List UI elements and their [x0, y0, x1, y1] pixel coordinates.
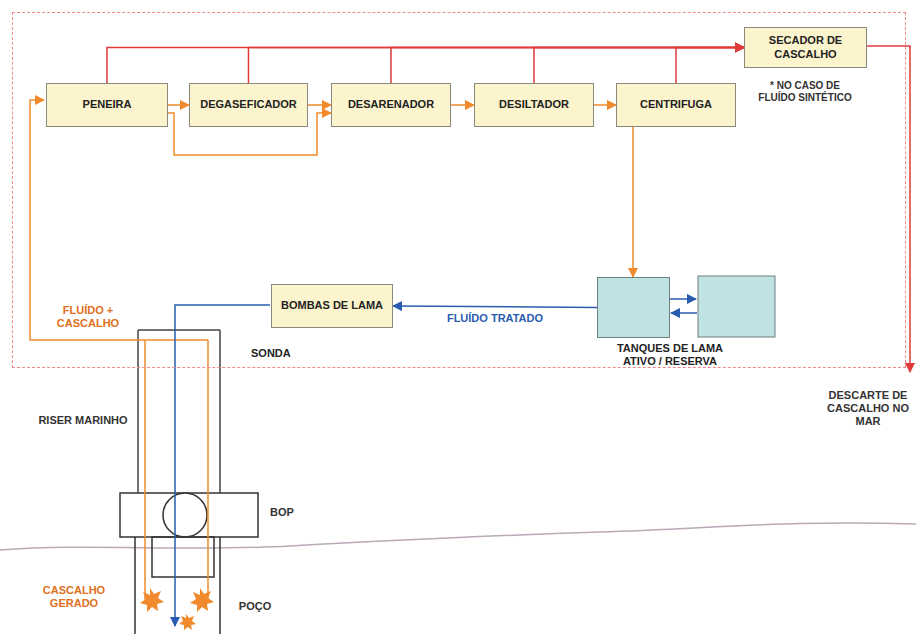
part-label: BOP: [262, 506, 302, 519]
part-label: CASCALHO GERADO: [28, 584, 120, 610]
riser-wall: [219, 330, 221, 493]
flow-connector: [107, 48, 744, 84]
flow-connector: [534, 48, 744, 84]
tank-transfer-arrow: [670, 298, 696, 300]
riser-top: [138, 329, 220, 331]
return-flow: [144, 340, 146, 600]
part-label: POÇO: [230, 600, 280, 613]
well-wall: [219, 537, 221, 634]
flow-connector: [249, 48, 745, 84]
flow-connector: [451, 104, 474, 106]
process-box: DEGASEFICADOR: [189, 83, 308, 127]
flow-connector: [308, 104, 331, 106]
flow-connector: [391, 48, 744, 84]
return-flow: [207, 340, 209, 600]
box-label: BOMBAS DE LAMA: [281, 299, 383, 312]
box-label: DESARENADOR: [348, 98, 434, 111]
riser-wall: [137, 330, 139, 493]
well-wall: [134, 537, 136, 634]
mud-tank: TANQUES DE LAMA ATIVO / RESERVA: [597, 277, 670, 338]
process-box: DESILTADOR: [474, 83, 594, 127]
process-box: DESARENADOR: [331, 83, 451, 127]
rig-label: SONDA: [251, 347, 291, 360]
process-box: CENTRIFUGA: [616, 83, 736, 127]
tank-transfer-arrow: [671, 312, 697, 314]
flow-connector: [393, 306, 597, 308]
flow-label: FLUÍDO + CASCALHO: [44, 304, 132, 330]
box-label: PENEIRA: [83, 98, 132, 111]
bop-body: [120, 493, 258, 537]
box-label: SECADOR DE CASCALHO: [749, 34, 862, 60]
return-flow: [30, 100, 208, 340]
note-label: DESCARTE DE CASCALHO NO MAR: [826, 389, 910, 429]
flow-connector: [632, 127, 634, 277]
tank-label: TANQUES DE LAMA ATIVO / RESERVA: [610, 342, 730, 368]
casing: [152, 537, 214, 577]
bop-ram: [163, 493, 207, 537]
note-label: * NO CASO DE FLUÍDO SINTÉTICO: [757, 80, 853, 104]
edge-label: FLUÍDO TRATADO: [445, 312, 545, 324]
reserve-tank: [698, 276, 775, 337]
cuttings: [140, 588, 214, 630]
flow-connector: [594, 104, 616, 106]
process-box: BOMBAS DE LAMA: [271, 284, 393, 328]
box-label: DEGASEFICADOR: [200, 98, 297, 111]
flow-connector: [676, 48, 744, 84]
flow-connector: [168, 104, 189, 106]
process-box: PENEIRA: [46, 83, 168, 127]
box-label: DESILTADOR: [499, 98, 569, 111]
discharge-line: [866, 46, 910, 372]
process-box: SECADOR DE CASCALHO: [744, 27, 867, 68]
part-label: RISER MARINHO: [38, 414, 128, 427]
box-label: CENTRIFUGA: [640, 98, 712, 111]
